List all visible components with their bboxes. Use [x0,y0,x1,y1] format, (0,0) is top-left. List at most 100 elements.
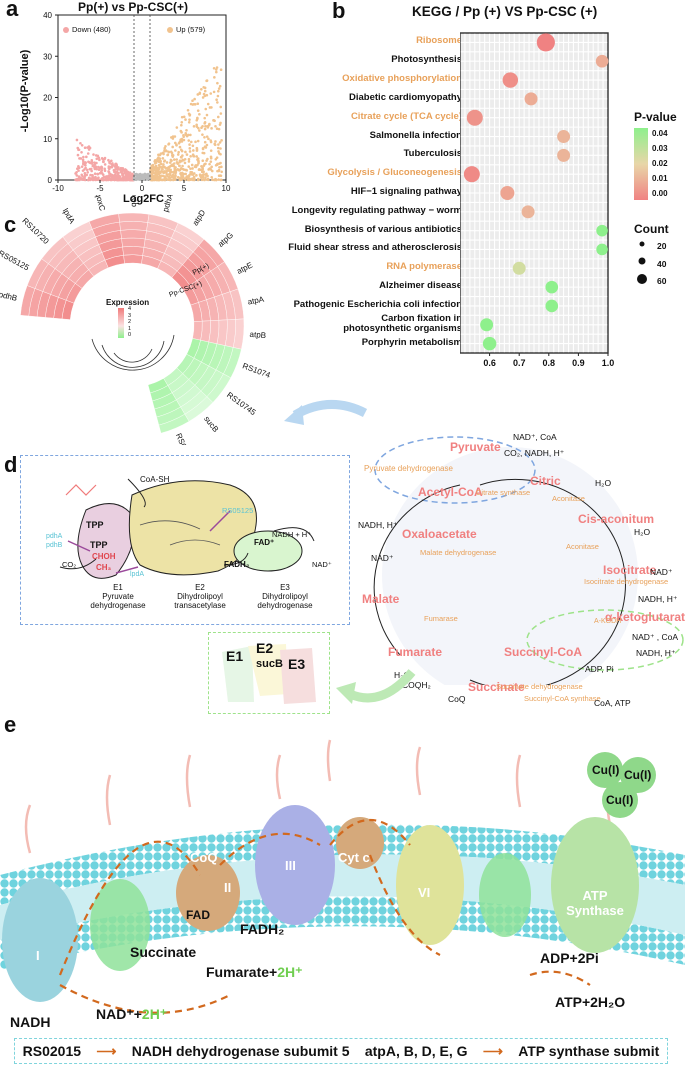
volcano-point-down [123,178,127,181]
volcano-xtick-label: -10 [52,184,64,193]
volcano-point-up [180,171,184,175]
footer-nadh-desc: NADH dehydrogenase subumit 5 [131,1043,350,1059]
volcano-point-down [76,178,80,182]
kegg-category-label: Photosynthesis [391,54,462,66]
volcano-point-down [93,163,97,166]
legend-up-label: Up (579) [176,25,206,34]
volcano-point-up [155,175,159,178]
kegg-xtick-label: 0.8 [543,358,556,368]
gene-label: atpD [191,208,208,227]
volcano-point-down [80,165,84,168]
curve-arrow-bottom [336,669,416,704]
tca-metabolite: Cis-aconitum [578,512,655,526]
tca-metabolite: Isocitrate [603,563,657,577]
volcano-point-ns [132,176,136,179]
volcano-point-up [212,119,215,122]
volcano-point-up [216,146,220,150]
volcano-point-up [155,168,159,171]
volcano-point-down [79,141,82,145]
volcano-point-up [172,158,176,161]
volcano-point-ns [146,177,149,180]
volcano-point-down [79,157,83,160]
volcano-point-down [129,177,133,181]
tca-cofactor: H₂O [595,478,612,488]
volcano-point-up [180,173,184,177]
volcano-point-down [77,169,80,172]
volcano-point-up [220,170,223,174]
tca-cofactor: H₂O [634,527,651,537]
footer-rs02015: RS02015 [22,1043,82,1059]
volcano-point-up [189,154,192,158]
volcano-point-up [220,165,223,169]
volcano-point-up [170,151,174,155]
volcano-point-up [184,133,188,136]
volcano-point-up [218,84,222,88]
volcano-point-up [154,159,158,163]
volcano-point-up [187,120,191,124]
pdh-complex-diagram [59,478,315,579]
cu-2: Cu(I) [624,768,652,782]
kegg-category-label: Tuberculosis [403,148,462,160]
curve-arrow-top [284,400,368,425]
pdh-nadh: NADH + H⁺ [272,530,312,539]
volcano-point-up [188,118,191,121]
volcano-point-up [156,157,159,161]
volcano-point-up [218,123,222,126]
volcano-point-down [80,143,84,147]
volcano-point-up [203,135,206,139]
small-e2: E2 [256,640,274,656]
volcano-point-up [198,173,202,177]
volcano-point-up [174,149,177,152]
volcano-point-up [219,68,223,71]
cu-3: Cu(I) [606,793,634,807]
tca-enzyme: Fumarase [424,614,458,623]
volcano-point-down [112,178,116,182]
gene-label: pdhA [161,195,175,213]
dendrogram-arc [101,340,165,368]
kegg-dot [500,186,515,200]
volcano-point-up [201,173,205,177]
kegg-xtick-label: 0.9 [572,358,585,368]
volcano-point-up [206,102,210,106]
volcano-point-up [178,159,182,162]
tca-enzyme: Aconitase [552,494,585,503]
volcano-point-up [178,164,181,168]
kegg-category-label: Alzheimer disease [379,280,462,292]
volcano-point-up [191,144,195,148]
volcano-point-up [196,109,200,112]
volcano-point-down [81,158,85,162]
volcano-point-up [157,153,160,157]
volcano-point-up [161,157,165,160]
volcano-point-up [214,124,217,128]
volcano-point-up [198,112,201,116]
volcano-point-up [200,178,204,182]
complex-iii-label: III [285,858,296,873]
tca-enzyme: Malate dehydrogenase [420,548,497,557]
volcano-point-down [83,146,87,149]
complex-vi-label: VI [418,885,431,900]
volcano-point-up [173,135,177,138]
volcano-point-up [216,101,219,104]
kegg-dot [545,299,559,313]
tca-cofactor: COQH₂ [402,680,431,690]
kegg-dot [596,243,608,256]
volcano-point-down [114,162,117,166]
kegg-category-label: Porphyrin metabolism [361,336,462,348]
tca-metabolite: Malate [362,592,400,606]
volcano-point-down [103,167,106,171]
volcano-point-up [210,175,214,179]
heatmap-cell [122,246,145,256]
volcano-point-up [184,118,187,121]
kegg-category-label: Ribosome [416,35,462,47]
volcano-point-up [217,143,220,146]
cu-1: Cu(I) [592,763,620,777]
volcano-point-down [97,156,101,159]
volcano-point-up [181,164,184,168]
tca-enzyme: Citrate synthase [476,488,531,497]
volcano-point-up [151,163,155,167]
volcano-point-up [217,89,220,93]
kegg-title: KEGG / Pp (+) VS Pp-CSC (+) [412,4,598,19]
volcano-point-down [117,178,121,182]
volcano-point-down [88,167,92,171]
pdh-tpp-2: TPP [90,540,108,550]
